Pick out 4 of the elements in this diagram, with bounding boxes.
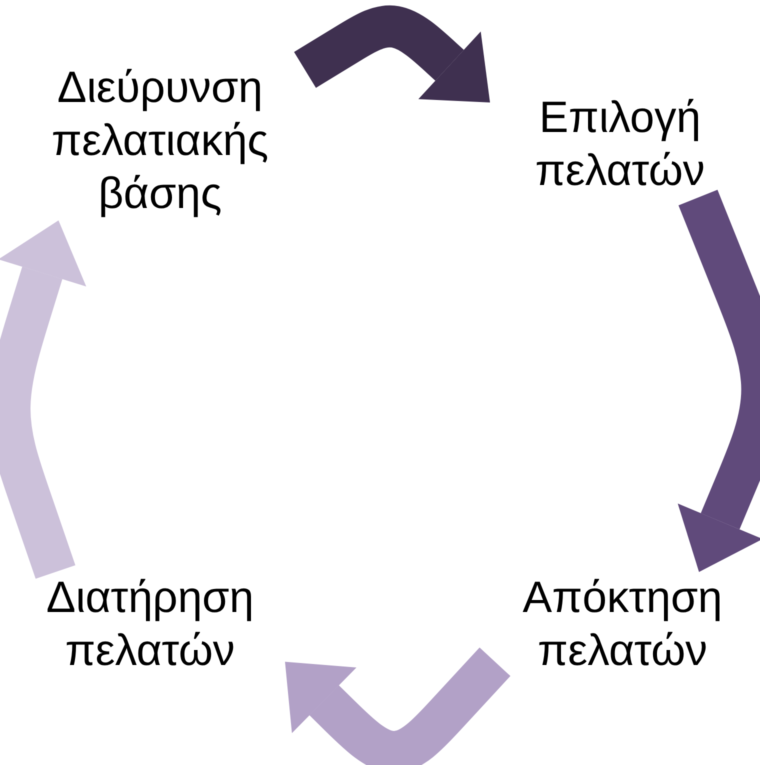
stage-label: Διατήρηση πελατών: [15, 572, 285, 678]
stage-label: Απόκτηση πελατών: [495, 572, 750, 678]
stage-label: Επιλογή πελατών: [490, 92, 750, 198]
stage-label: Διεύρυνση πελατιακής βάσης: [15, 62, 305, 220]
